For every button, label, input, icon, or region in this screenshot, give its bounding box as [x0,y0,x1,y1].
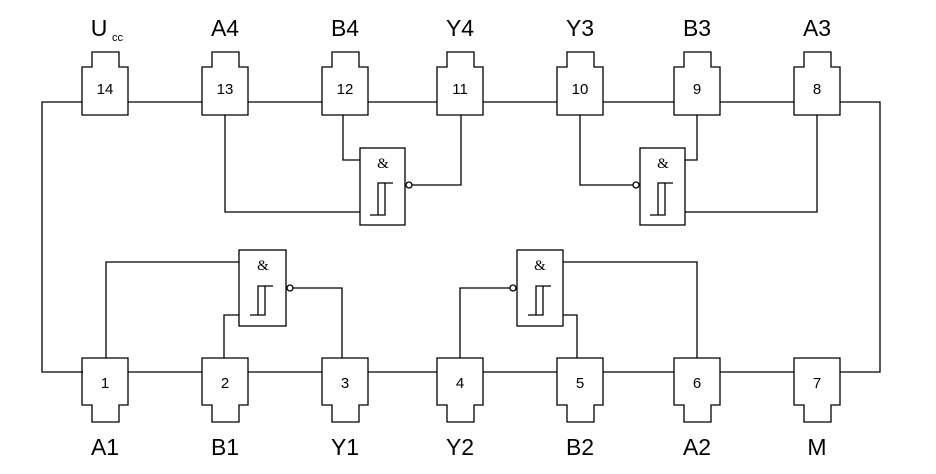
pin-13: 13 A4 [201,15,249,116]
pin-6: 6 A2 [673,357,721,460]
schmitt-hysteresis-icon [650,182,673,216]
gate-1: & [105,249,343,358]
pin-4: 4 Y2 [436,357,484,460]
pin-number: 4 [456,375,464,392]
pin-label: A4 [211,15,239,41]
pin-number: 2 [221,375,229,392]
pin-label: Y4 [446,15,474,41]
pin-label: U [91,15,108,41]
top-pins: 14 U CC 13 A4 12 B4 11 Y4 10 Y3 9 B3 [81,15,841,116]
pin-1: 1 A1 [81,357,129,460]
pin-3: 3 Y1 [321,357,369,460]
pin-label: B2 [566,434,594,460]
schmitt-hysteresis-icon [370,182,393,216]
pin-label: A1 [91,434,119,460]
pin-label: M [807,434,826,460]
and-symbol: & [377,156,389,172]
and-symbol: & [257,258,269,274]
pin-number: 6 [693,375,701,392]
gate-2: & [459,249,698,358]
pin-number: 9 [693,81,701,98]
pin-label: B1 [211,434,239,460]
and-symbol: & [534,258,546,274]
pin-number: 8 [813,81,821,98]
pin-label: Y2 [446,434,474,460]
schmitt-hysteresis-icon [528,285,551,316]
pin-14: 14 U CC [81,15,129,116]
pin-label: A3 [803,15,831,41]
pin-number: 11 [452,81,468,98]
pin-number: 1 [101,375,109,392]
gate-4: & [224,115,462,226]
pin-2: 2 B1 [201,357,249,460]
pin-number: 14 [97,81,114,98]
schmitt-hysteresis-icon [250,285,273,316]
pin-number: 13 [217,81,234,98]
pin-label: Y3 [566,15,594,41]
bottom-pins: 1 A1 2 B1 3 Y1 4 Y2 5 B2 6 A2 [81,357,841,460]
pin-12: 12 B4 [321,15,369,116]
pin-label: A2 [683,434,711,460]
pin-number: 7 [813,375,821,392]
pin-number: 12 [337,81,354,98]
and-symbol: & [657,156,669,172]
pin-11: 11 Y4 [436,15,484,116]
pin-8: 8 A3 [793,15,841,116]
pin-number: 5 [576,375,584,392]
pin-5: 5 B2 [556,357,604,460]
pin-label-subscript: CC [112,32,124,44]
pin-label: B4 [331,15,359,41]
pin-10: 10 Y3 [556,15,604,116]
pin-number: 10 [572,81,589,98]
pin-7: 7 M [793,357,841,460]
pin-number: 3 [341,375,349,392]
pin-label: B3 [683,15,711,41]
gate-3: & [579,115,818,226]
power-rails [41,101,881,373]
pin-9: 9 B3 [673,15,721,116]
pin-label: Y1 [331,434,359,460]
